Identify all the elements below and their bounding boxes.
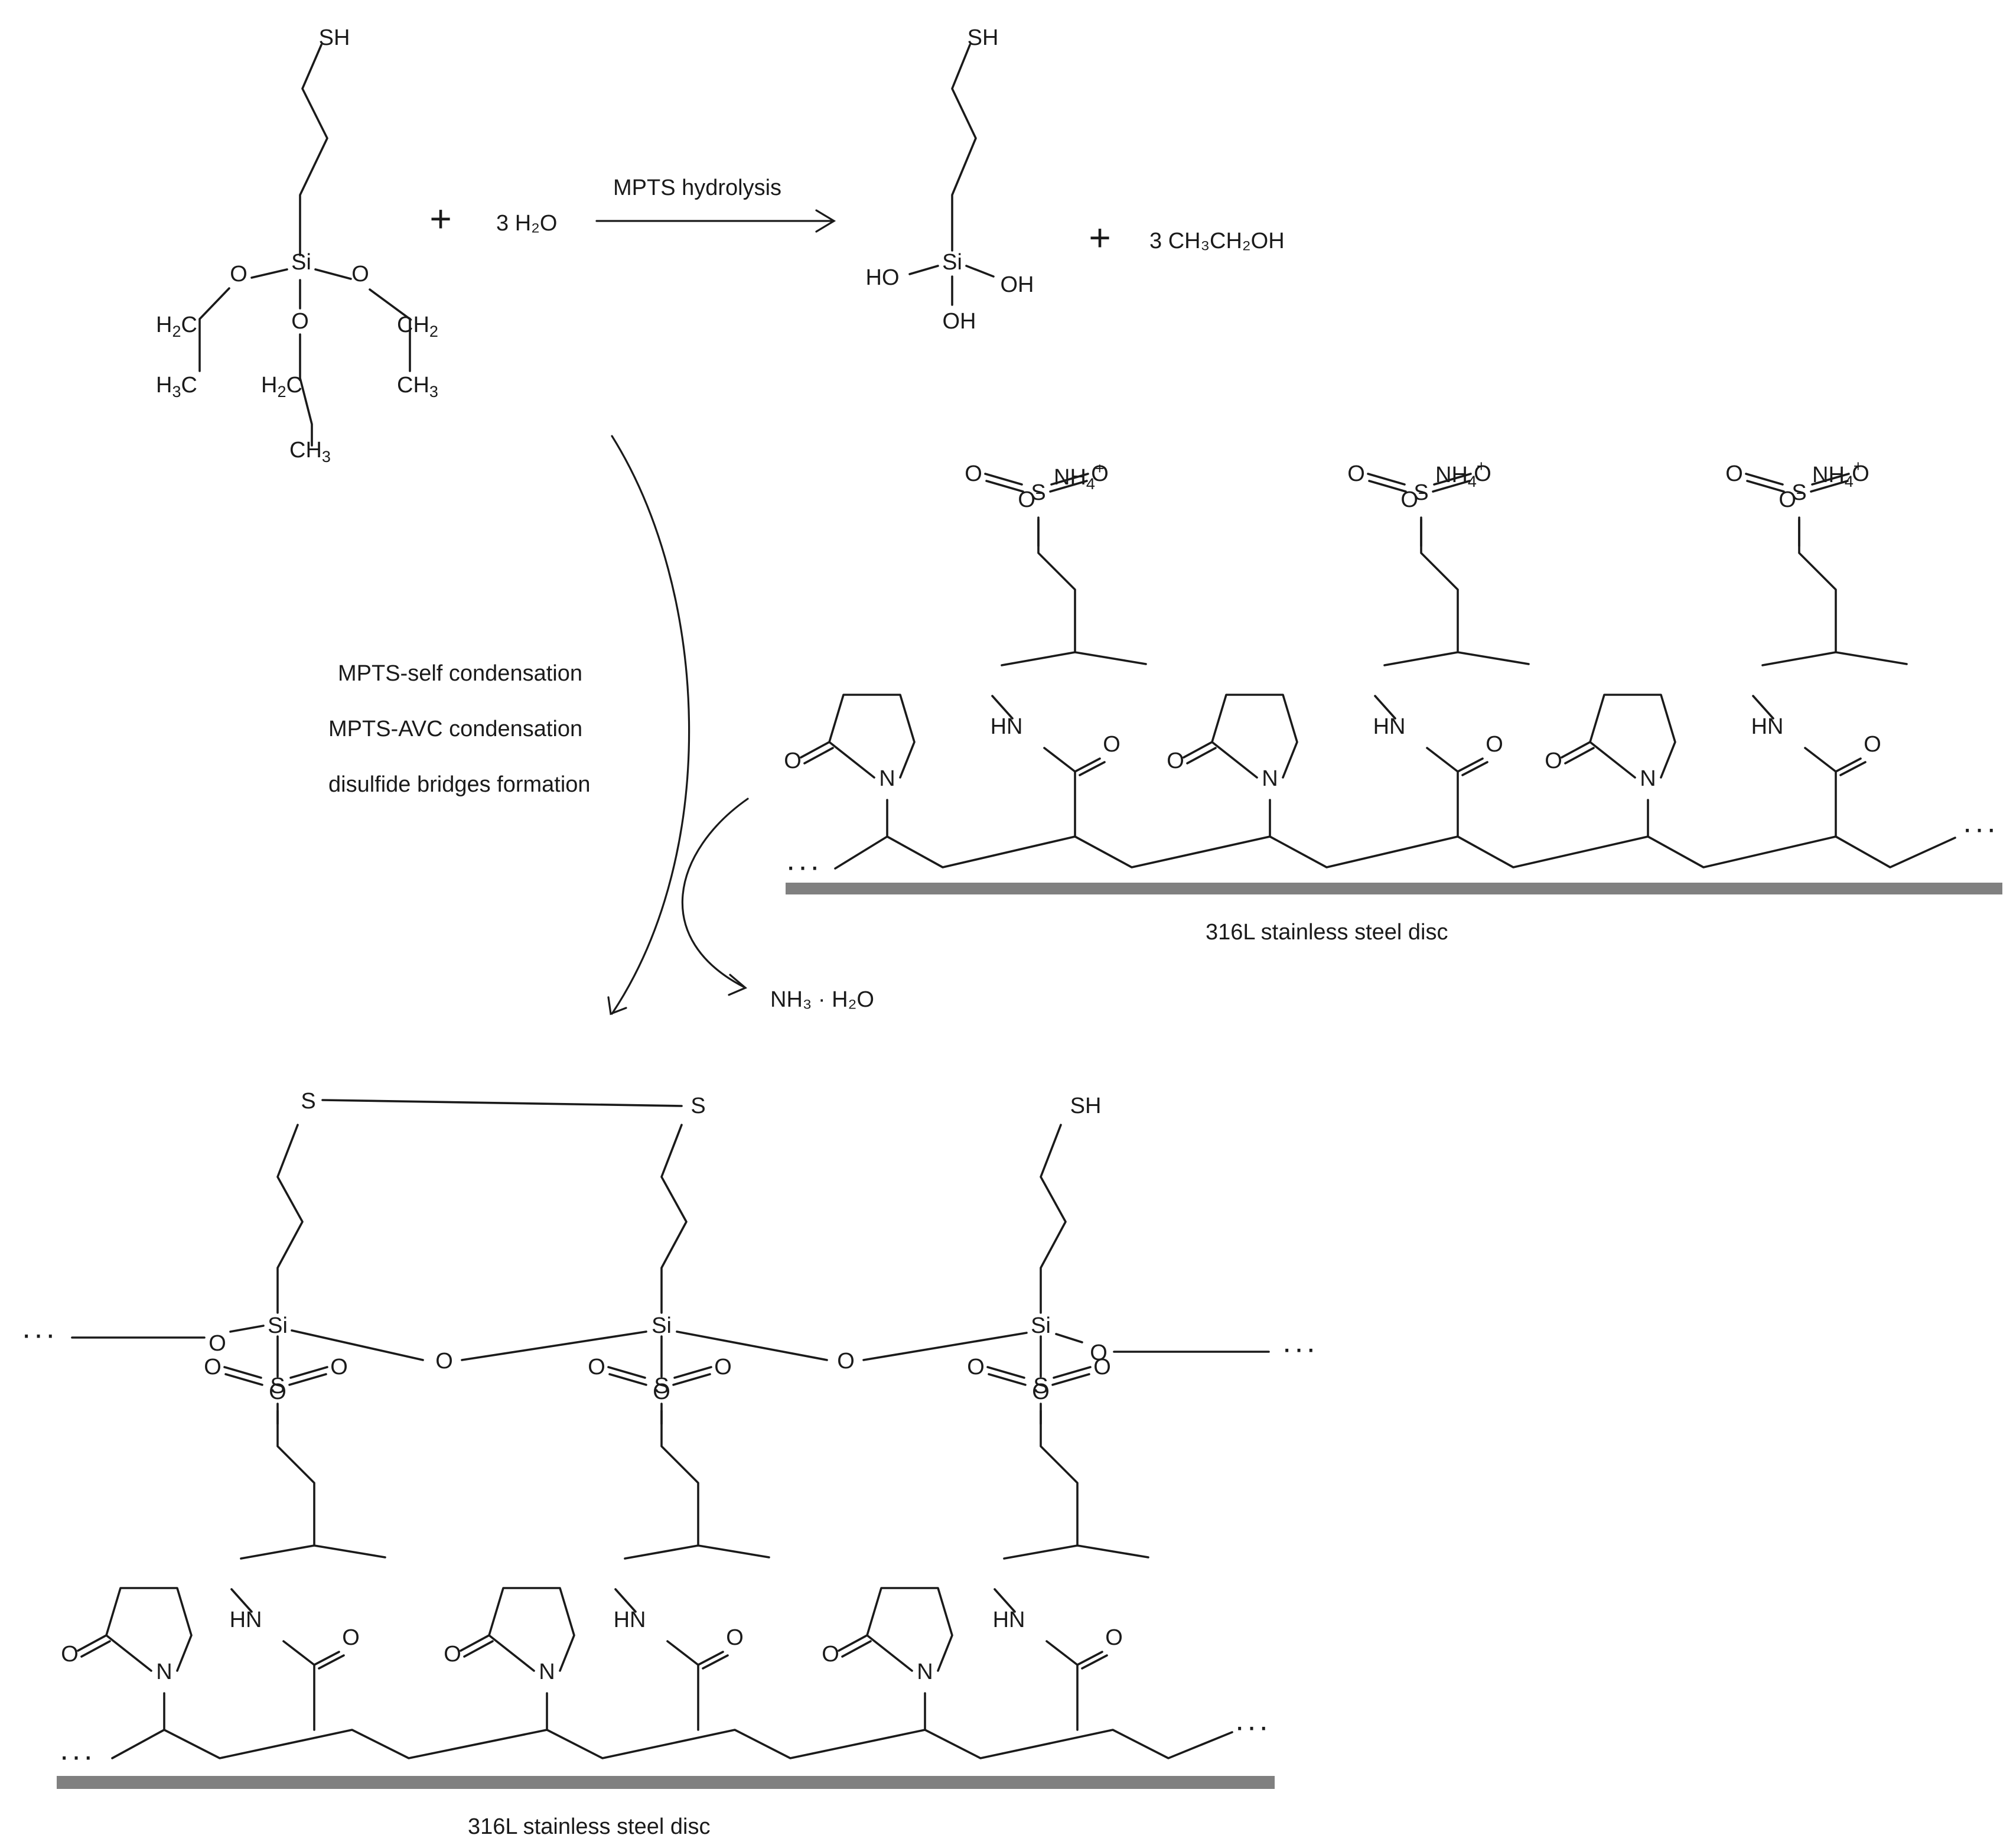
svg-text:O: O <box>209 1331 226 1356</box>
mpts-molecule: SH Si O O O H2C H3C CH2 CH3 H2C CH3 <box>156 25 438 466</box>
lower-steel-label: 316L stainless steel disc <box>468 1814 711 1839</box>
svg-text:+: + <box>1089 216 1110 259</box>
upper-polymer: ··· ··· O− NH4+ O− NH4+ O− NH4+ 316L sta… <box>783 457 2002 945</box>
upper-steel-disc <box>786 883 2002 894</box>
byproduct-label: NH₃ · H₂O <box>770 987 874 1012</box>
svg-text:O−: O− <box>1400 484 1427 512</box>
svg-text:Si: Si <box>268 1313 288 1338</box>
hydrolysis-arrow: MPTS hydrolysis <box>595 175 836 233</box>
svg-text:O: O <box>291 309 309 334</box>
hydrolysis-label: MPTS hydrolysis <box>613 175 781 200</box>
svg-text:S: S <box>690 1094 705 1118</box>
svg-text:HO: HO <box>866 265 900 290</box>
water-label: 3 H₂O <box>496 211 557 236</box>
svg-text:Si: Si <box>942 250 962 275</box>
svg-text:···: ··· <box>21 1317 57 1352</box>
step-label-disulfide: disulfide bridges formation <box>328 772 591 797</box>
condensation-arrow: MPTS-self condensation MPTS-AVC condensa… <box>328 435 874 1016</box>
lower-steel-disc <box>57 1776 1275 1789</box>
svg-text:Si: Si <box>1031 1313 1051 1338</box>
svg-text:O: O <box>351 262 369 287</box>
step-label-avc-condensation: MPTS-AVC condensation <box>328 717 582 741</box>
svg-text:···: ··· <box>1962 812 1998 846</box>
step-label-self-condensation: MPTS-self condensation <box>338 661 582 686</box>
svg-text:CH3: CH3 <box>397 373 438 401</box>
lower-polymer: ··· ··· Si O O Si O Si O S S SH O O O ··… <box>21 1089 1318 1839</box>
svg-text:···: ··· <box>1234 1710 1271 1744</box>
svg-text:H2C: H2C <box>261 373 302 401</box>
svg-text:SH: SH <box>968 25 999 50</box>
thiol-label: SH <box>319 25 350 50</box>
svg-text:SH: SH <box>1070 1094 1102 1118</box>
svg-text:···: ··· <box>786 850 822 884</box>
svg-text:CH3: CH3 <box>289 438 331 466</box>
silanetriol-molecule: SH Si HO OH OH <box>866 25 1034 334</box>
svg-text:H3C: H3C <box>156 373 197 401</box>
svg-text:NH4+: NH4+ <box>1435 457 1486 490</box>
svg-text:H2C: H2C <box>156 313 197 340</box>
svg-text:O: O <box>435 1349 453 1374</box>
svg-text:Si: Si <box>291 250 311 275</box>
svg-text:OH: OH <box>943 309 976 334</box>
svg-text:O−: O− <box>1779 484 1805 512</box>
svg-text:CH2: CH2 <box>397 313 438 340</box>
svg-text:O−: O− <box>1018 484 1044 512</box>
svg-text:S: S <box>301 1089 315 1114</box>
svg-text:O: O <box>837 1349 855 1374</box>
upper-steel-label: 316L stainless steel disc <box>1206 920 1448 945</box>
ethanol-label: 3 CH₃CH₂OH <box>1149 229 1285 253</box>
svg-text:+: + <box>429 197 451 240</box>
svg-text:···: ··· <box>59 1739 95 1774</box>
svg-text:NH4+: NH4+ <box>1054 460 1105 493</box>
svg-text:···: ··· <box>1282 1332 1318 1366</box>
svg-text:Si: Si <box>652 1313 672 1338</box>
svg-text:O: O <box>230 262 247 287</box>
svg-text:OH: OH <box>1001 272 1034 297</box>
